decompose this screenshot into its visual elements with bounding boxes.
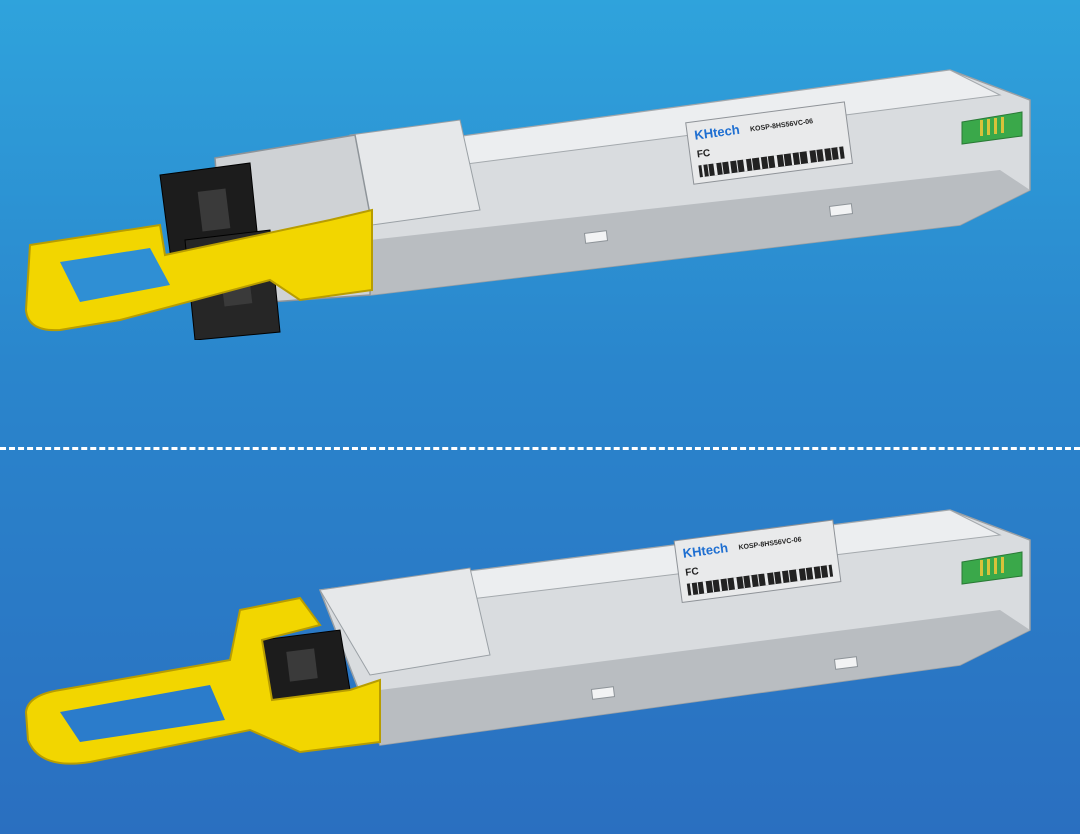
barcode-icon: [686, 564, 834, 596]
pcb-edge-connector: [961, 551, 1023, 585]
label-brand: KHtech: [693, 122, 740, 143]
label-marks: FC: [696, 148, 711, 161]
transceiver-module-duplex: KHtech KOSP-8HS56VC-06 FC: [0, 40, 1080, 340]
label-brand: KHtech: [682, 540, 729, 561]
pull-tab: [24, 596, 381, 765]
barcode-icon: [698, 146, 845, 178]
dashed-divider: [0, 447, 1080, 450]
pcb-edge-connector: [961, 111, 1023, 145]
single-connector: [261, 629, 351, 701]
product-label: KHtech KOSP-8HS56VC-06 FC: [685, 101, 854, 185]
pull-tab: [24, 208, 373, 332]
product-label: KHtech KOSP-8HS56VC-06 FC: [673, 519, 842, 604]
label-marks: FC: [685, 566, 700, 579]
transceiver-module-single: KHtech KOSP-8HS56VC-06 FC: [0, 480, 1080, 780]
